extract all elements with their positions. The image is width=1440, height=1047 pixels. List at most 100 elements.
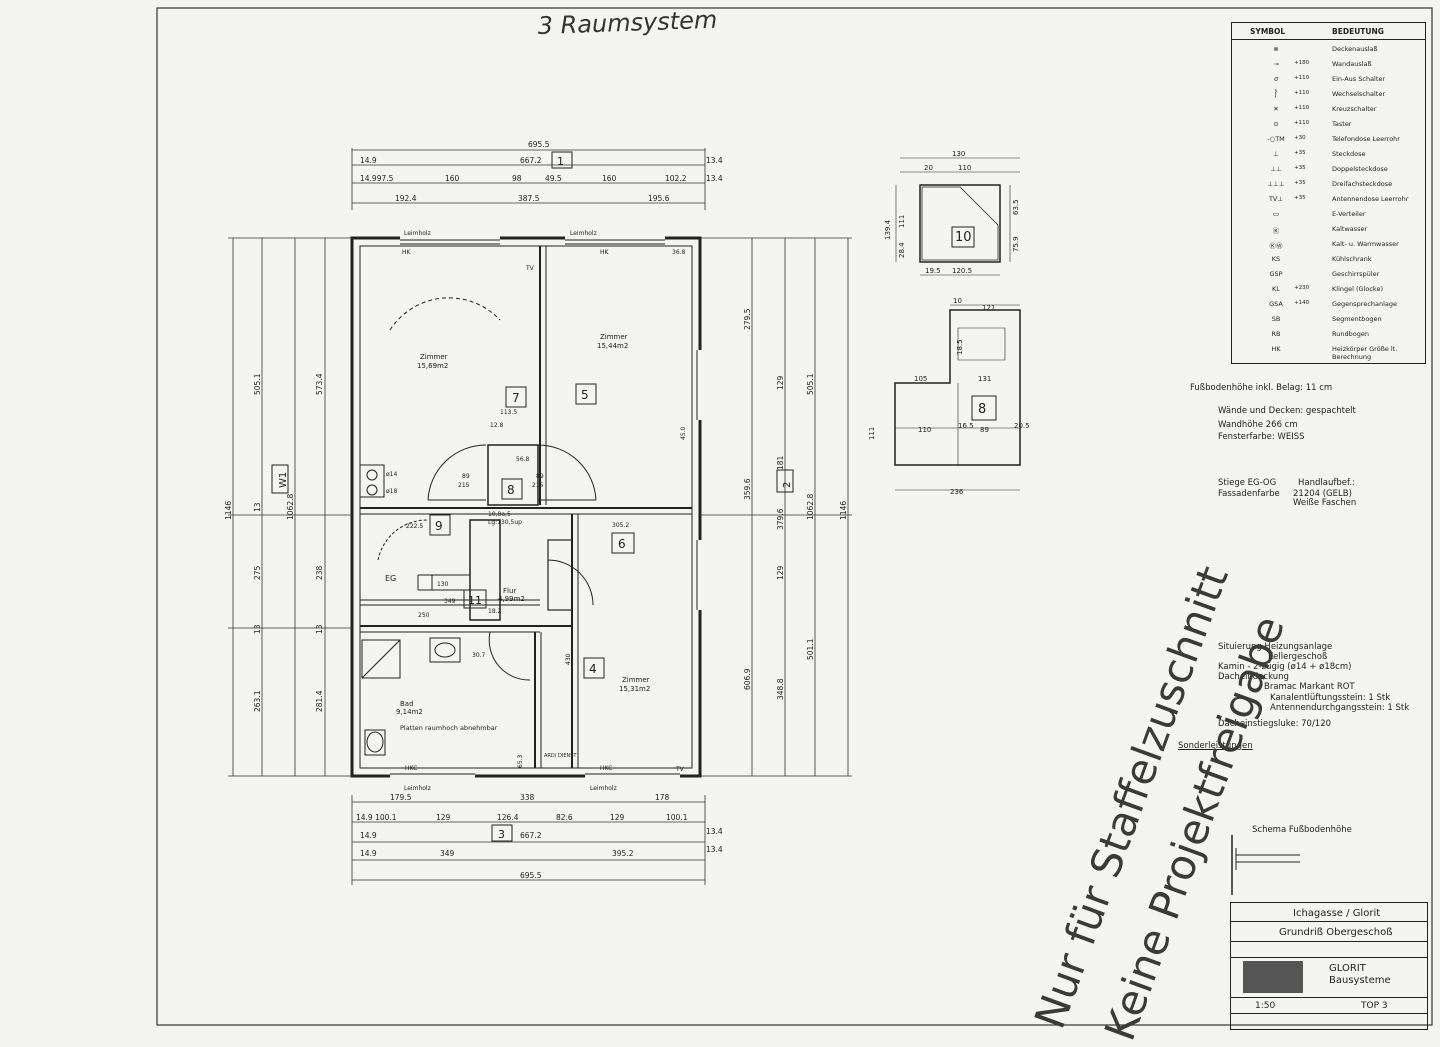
legend-symbol: ʃ̊ xyxy=(1274,90,1278,98)
wall-tag-w1-label: W1 xyxy=(278,472,289,488)
dim-bottom-row4: 395.2 xyxy=(612,849,634,858)
dim-label: 215 xyxy=(532,482,544,489)
detail-dim: 105 xyxy=(914,375,927,383)
legend-height: +110 xyxy=(1294,120,1310,126)
dim-bottom-left-edge: 14.9 xyxy=(360,831,377,840)
dimension-lines xyxy=(228,148,852,885)
tv-label: TV xyxy=(525,265,535,272)
detail-dim: 28.4 xyxy=(898,242,906,258)
legend-meaning: Gegensprechanlage xyxy=(1332,300,1398,308)
bottom-dimensions: 179.5 338 178 14.9 100.1 129 126.4 82.6 … xyxy=(356,793,723,880)
legend-symbol: SB xyxy=(1271,315,1281,323)
legend-meaning: Wandauslaß xyxy=(1332,60,1372,68)
detail-dim: 111 xyxy=(868,427,876,440)
dim-right-part: 379.6 xyxy=(776,508,785,530)
dim-top-row3: 195.6 xyxy=(648,194,670,203)
hk-label: HK xyxy=(600,249,610,256)
room-number-7: 7 xyxy=(512,391,520,405)
dim-left-part: 13 xyxy=(253,502,262,512)
room-area: 15,44m2 xyxy=(597,342,628,350)
note-roof-hatch: Dacheinstiegsluke: 70/120 xyxy=(1218,719,1332,729)
note-stairs-value: Handlaufbef.: xyxy=(1298,478,1355,488)
legend-symbol: ✕ xyxy=(1273,105,1279,113)
detail-dim: 120.5 xyxy=(952,267,972,275)
leimholz-label: Leimholz xyxy=(570,230,597,237)
note-window-color: Fensterfarbe: WEISS xyxy=(1218,432,1305,442)
detail-dim: 20.5 xyxy=(1014,422,1030,430)
legend-meaning: Kühlschrank xyxy=(1332,255,1372,263)
legend-row: ▭ E-Verteiler xyxy=(1232,210,1425,225)
dim-bottom-row1: 338 xyxy=(520,793,535,802)
room-area: 4,99m2 xyxy=(498,595,525,603)
room-labels: 7 Zimmer 15,69m2 5 Zimmer 15,44m2 6 4 Zi… xyxy=(396,333,650,732)
right-dimensions: 279.5 505.1 359.6 379.6 501.1 606.9 348.… xyxy=(743,308,848,700)
note-wall-height: Wandhöhe 266 cm xyxy=(1218,420,1298,430)
dim-right-part: 606.9 xyxy=(743,668,752,690)
legend-symbol: TV⊥ xyxy=(1268,195,1284,203)
detail-dim: 63.5 xyxy=(1012,199,1020,215)
project-title: Ichagasse / Glorit xyxy=(1293,908,1381,919)
legend-height: +140 xyxy=(1294,300,1310,306)
room-name: Zimmer xyxy=(420,353,448,361)
dim-bottom-row2: 126.4 xyxy=(497,813,519,822)
dim-right-total: 1146 xyxy=(839,501,848,520)
legend-meaning: Antennendose Leerrohr xyxy=(1332,195,1409,203)
dim-left-part: 281.4 xyxy=(315,690,324,712)
dim-top-row2: 160 xyxy=(445,174,460,183)
legend-symbol: HK xyxy=(1271,345,1281,353)
legend-symbol: ⊥⊥ xyxy=(1270,165,1282,173)
note-facade-value: 21204 (GELB) xyxy=(1293,489,1352,499)
dim-label: 305.2 xyxy=(612,522,629,529)
top-dimensions: 695.5 667.2 14.9 13.4 14.997.5 160 98 49… xyxy=(360,140,723,203)
legend-meaning: Steckdose xyxy=(1332,150,1366,158)
dim-label: 89 xyxy=(536,473,544,480)
room-area: 15,31m2 xyxy=(619,685,650,693)
dim-label: 222.5 xyxy=(406,523,423,530)
title-block: Ichagasse / Glorit Grundriß Obergeschoß … xyxy=(1230,902,1428,1030)
dim-right-part: 279.5 xyxy=(743,308,752,330)
legend-symbol: ▭ xyxy=(1272,210,1280,218)
dim-bottom-row1: 178 xyxy=(655,793,670,802)
note-roof-antenna: Antennendurchgangsstein: 1 Stk xyxy=(1270,703,1410,713)
dim-bottom-right-edge: 13.4 xyxy=(706,827,723,836)
room-number-5: 5 xyxy=(581,388,589,402)
hk-label: HK xyxy=(402,249,412,256)
dim-bottom-row2: 129 xyxy=(610,813,625,822)
note-roof-vent: Kanalentlüftungsstein: 1 Stk xyxy=(1270,693,1391,703)
dim-top-row3: 192.4 xyxy=(395,194,417,203)
note-chimney: Kamin - 2-zügig (ø14 + ø18cm) xyxy=(1218,662,1352,672)
leimholz-label: Leimholz xyxy=(404,785,431,792)
legend-meaning: E-Verteiler xyxy=(1332,210,1366,218)
room-number-4: 4 xyxy=(589,662,597,676)
company-name: GLORIT xyxy=(1329,963,1366,974)
legend-meaning: Kalt- u. Warmwasser xyxy=(1332,240,1399,248)
detail-dim: 75.9 xyxy=(1012,236,1020,252)
dim-top-right-edge: 13.4 xyxy=(706,156,723,165)
note-extras: Sonderleistungen xyxy=(1178,741,1253,751)
hk-label: HKC xyxy=(600,765,612,772)
legend-height: +230 xyxy=(1294,285,1310,291)
legend-symbol: ⊙ xyxy=(1273,120,1279,128)
dim-left-part: 13 xyxy=(253,624,262,634)
detail-dim: 110 xyxy=(918,426,931,434)
drawing-title: Grundriß Obergeschoß xyxy=(1279,927,1393,938)
leimholz-label: Leimholz xyxy=(404,230,431,237)
legend-height: +110 xyxy=(1294,75,1310,81)
legend-height: +35 xyxy=(1294,180,1306,186)
dim-bottom-inner: 667.2 xyxy=(520,831,542,840)
detail-8-labels: 8 10 121 105 131 18.5 111 110 16.5 89 20… xyxy=(868,297,1030,496)
unit-label: TOP 3 xyxy=(1361,1001,1388,1011)
dim-label: 250 xyxy=(418,612,430,619)
chimney-label: ø14 xyxy=(386,471,397,478)
legend-symbol: GSP xyxy=(1269,270,1283,278)
legend-meaning: Doppelsteckdose xyxy=(1332,165,1388,173)
